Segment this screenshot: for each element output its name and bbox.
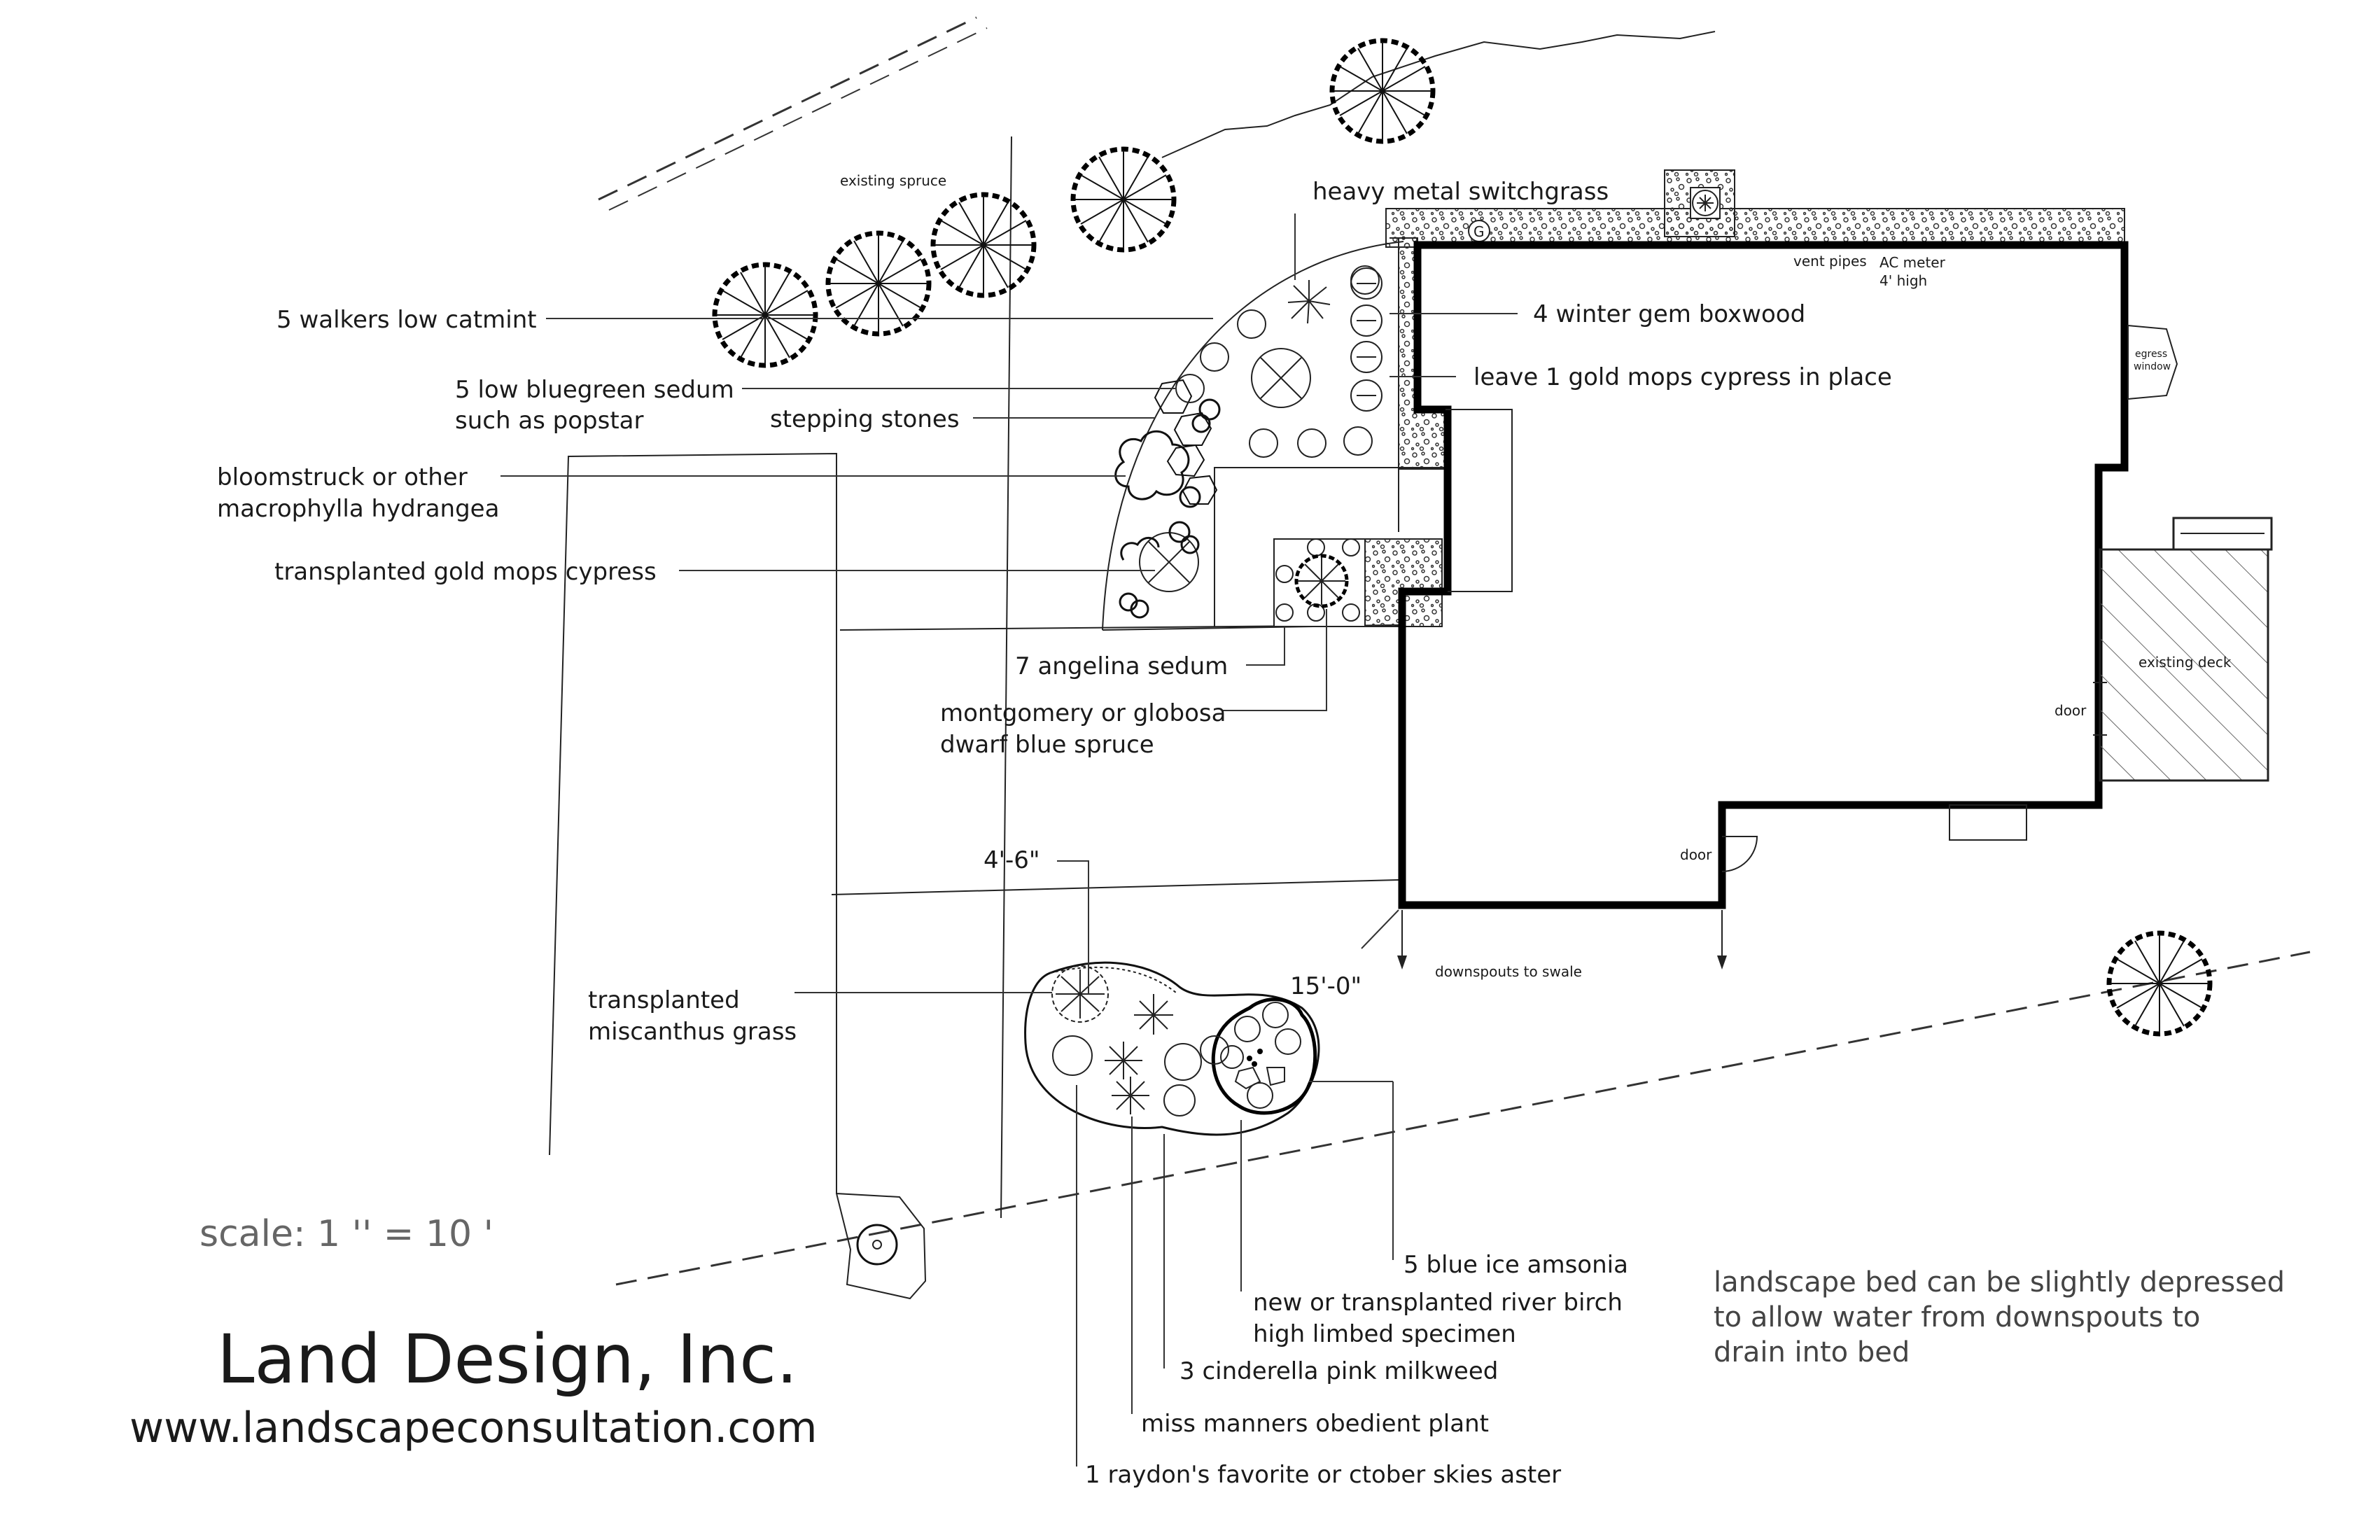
title-block: scale: 1 '' = 10 ' Land Design, Inc. www… [130,1213,817,1452]
label-switchgrass: heavy metal switchgrass [1312,178,1609,206]
spruce-tree [825,230,932,337]
house-footprint [1398,241,2273,909]
property-lines [598,16,2311,1286]
label-cypress-transplanted: transplanted gold mops cypress [274,558,657,586]
boxwood-markers [1357,283,1376,396]
label-existing-spruce: existing spruce [840,172,946,189]
label-miscanthus-line2: miscanthus grass [588,1018,797,1046]
label-birch-line1: new or transplanted river birch [1253,1289,1623,1317]
label-dim-distance: 15'-0" [1290,972,1362,1000]
label-aster: 1 raydon's favorite or ctober skies aste… [1085,1461,1561,1489]
label-sedum-line1: 5 low bluegreen sedum [455,376,734,404]
label-angelina: 7 angelina sedum [1015,652,1228,680]
river-birch-symbol [1211,997,1317,1115]
spruce-tree [930,192,1037,298]
label-birch-line2: high limbed specimen [1253,1320,1516,1348]
label-door-south: door [1680,846,1712,863]
label-hydrangea-line2: macrophylla hydrangea [217,495,499,523]
label-dim-offset: 4'-6" [983,846,1040,874]
existing-spruce-trees [712,38,2213,1037]
house-labels: vent pipes AC meter 4' high egress windo… [1680,253,2232,863]
egress-window [2127,324,2178,400]
plant-labels: existing spruce heavy metal switchgrass … [217,172,1892,1489]
spruce-tree [712,262,818,368]
gas-meter-label: G [1474,223,1485,240]
label-sedum-line2: such as popstar [455,407,644,435]
wood-edge-line [1161,31,1716,158]
door-swing [1721,836,1758,872]
label-door-east: door [2054,702,2087,719]
label-milkweed: 3 cinderella pink milkweed [1180,1357,1498,1385]
design-note: landscape bed can be slightly depressed … [1714,1266,2285,1368]
note-line1: landscape bed can be slightly depressed [1714,1266,2285,1298]
hydrangea-symbols [1114,430,1190,561]
stepping-stones [1154,379,1218,505]
label-cypress-leave: leave 1 gold mops cypress in place [1474,363,1892,391]
dwarf-blue-spruce-symbol [1294,554,1349,608]
spruce-tree [2106,930,2213,1037]
label-egress-line2: window [2134,361,2171,372]
label-ac-meter-line2: 4' high [1879,272,1927,289]
label-existing-deck: existing deck [2138,654,2232,671]
label-egress-line1: egress [2135,349,2167,360]
label-stepping-stones: stepping stones [770,405,960,433]
rain-garden-bed [1024,961,1320,1136]
spruce-tree [1329,38,1436,144]
label-catmint: 5 walkers low catmint [276,306,537,334]
label-miscanthus-line1: transplanted [588,986,740,1014]
company-name: Land Design, Inc. [217,1320,798,1399]
label-hydrangea-line1: bloomstruck or other [217,463,468,491]
label-amsonia: 5 blue ice amsonia [1404,1251,1628,1279]
downspout-arrows [1397,910,1727,969]
gravel-strip: G [1385,169,2125,248]
spruce-tree [1070,146,1177,253]
leader-lines [500,214,1518,1466]
existing-deck [2099,548,2269,782]
company-website: www.landscapeconsultation.com [130,1404,817,1452]
note-line2: to allow water from downspouts to [1714,1301,2200,1334]
label-spruce-line2: dwarf blue spruce [940,731,1154,759]
small-shrubs [1175,265,1382,622]
driveway-marker [856,1224,898,1266]
sedum-clusters [1119,398,1221,619]
label-obedient: miss manners obedient plant [1141,1410,1489,1438]
label-vent-pipes: vent pipes [1793,253,1867,270]
note-line3: drain into bed [1714,1336,1910,1368]
label-ac-meter-line1: AC meter [1879,254,1946,271]
miscanthus-symbol [1051,965,1109,1023]
perennial-starbursts [1052,994,1229,1116]
scale-label: scale: 1 '' = 10 ' [200,1213,493,1255]
label-spruce-line1: montgomery or globosa [940,699,1226,727]
label-downspouts: downspouts to swale [1435,963,1582,980]
label-boxwood: 4 winter gem boxwood [1533,300,1805,328]
switchgrass-symbol [1287,280,1331,324]
